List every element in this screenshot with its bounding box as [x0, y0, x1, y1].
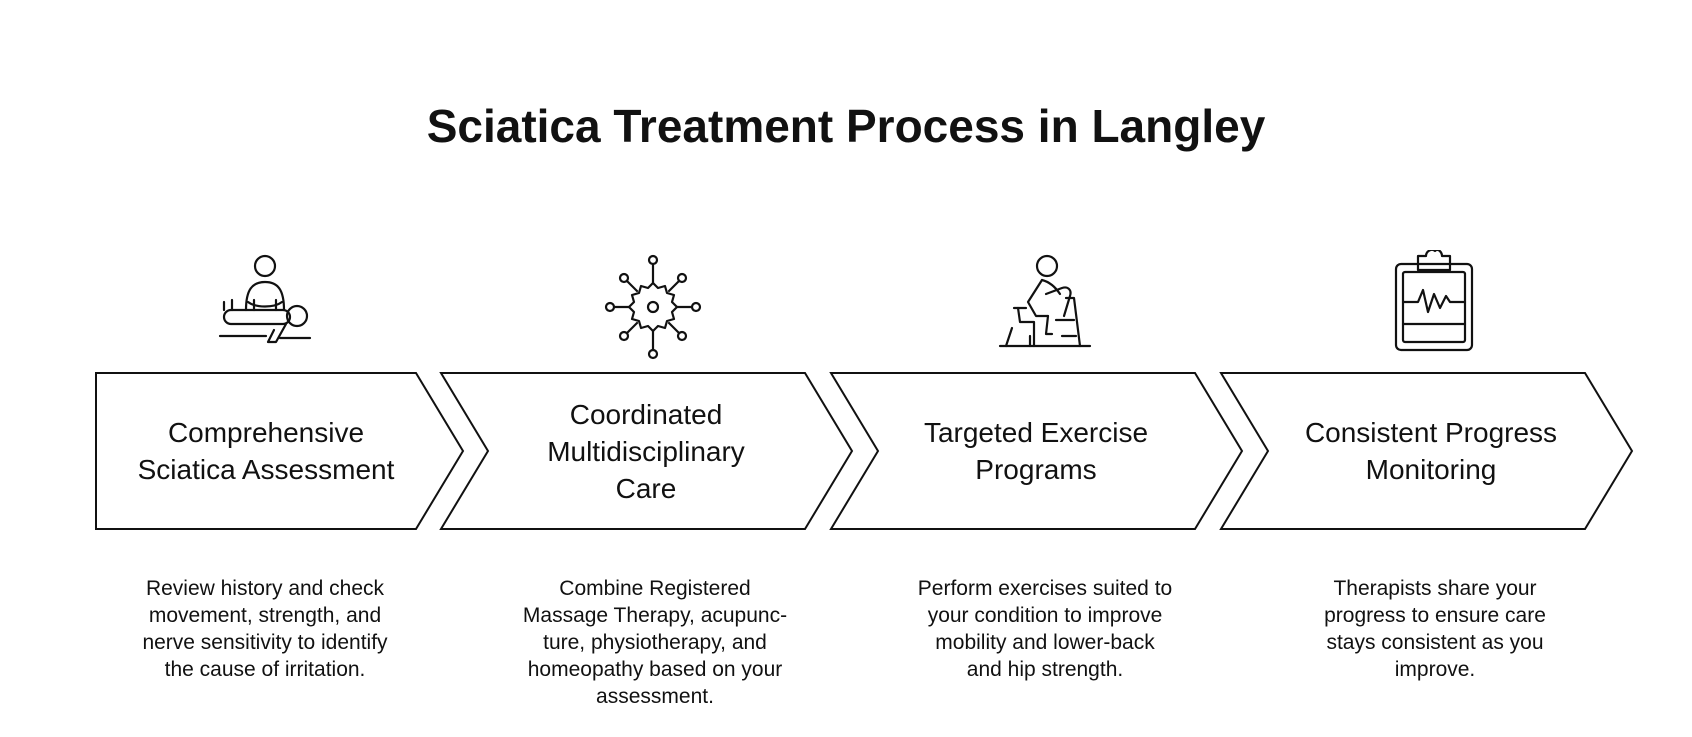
chevron-step-2	[439, 372, 854, 530]
step-1-label: Comprehensive Sciatica Assessment	[137, 417, 395, 485]
chevron-step-3	[829, 372, 1244, 530]
page-title: Sciatica Treatment Process in Langley	[426, 100, 1266, 152]
chevron-step-4	[1219, 372, 1634, 530]
step-2-description: Combine Registered Massage Therapy, acup…	[522, 577, 788, 708]
step-4-description: Therapists share your progress to ensure…	[1324, 577, 1546, 681]
chevron-step-1	[95, 372, 465, 530]
exercise-bike-icon	[990, 250, 1100, 360]
step-2-label: Coordinated Multidisciplinary Care	[547, 398, 745, 504]
step-3-label: Targeted Exercise Programs	[923, 417, 1149, 485]
clipboard-chart-icon	[1378, 250, 1488, 360]
massage-therapy-icon	[210, 250, 320, 360]
step-3-description: Perform exercises suited to your conditi…	[917, 577, 1173, 681]
step-4-label: Consistent Progress Monitoring	[1304, 417, 1558, 485]
step-1-description: Review history and check movement, stren…	[142, 577, 388, 681]
network-gear-icon	[598, 250, 708, 360]
